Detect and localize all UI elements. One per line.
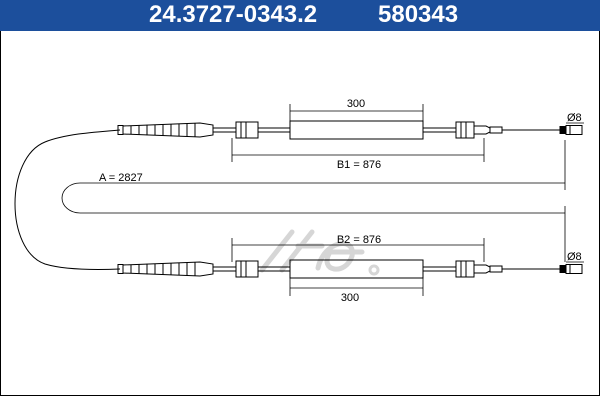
b1-dimension-label: B1 = 876	[337, 159, 381, 171]
watermark-registered-mark	[368, 264, 380, 276]
watermark-stroke-e	[315, 241, 365, 272]
upper-diameter-label: Ø8	[567, 112, 582, 124]
upper-cable-assembly	[117, 120, 583, 140]
frame	[0, 31, 600, 396]
header-bar: 24.3727-0343.2 580343	[0, 0, 600, 31]
lower-sleeve-dimension-label: 300	[341, 292, 359, 304]
lower-sleeve	[289, 259, 424, 279]
upper-left-fitting	[235, 121, 259, 139]
reference-number: 580343	[378, 1, 459, 28]
lower-cable-assembly	[117, 259, 583, 279]
upper-nut	[455, 121, 475, 139]
upper-sleeve-dimension-label: 300	[347, 98, 365, 110]
lower-bellows	[117, 261, 214, 277]
upper-bellows-body	[122, 122, 214, 138]
upper-sleeve	[289, 120, 424, 140]
cable-loop	[14, 129, 121, 270]
a-dim-loop	[61, 182, 565, 214]
watermark-stroke-a	[259, 229, 295, 273]
lower-end-collar	[489, 265, 503, 273]
b2-dimension-label: B2 = 876	[337, 234, 381, 246]
part-number: 24.3727-0343.2	[149, 1, 318, 28]
lower-nipple-end	[565, 264, 583, 274]
lower-diameter-label: Ø8	[567, 251, 582, 263]
dimension-lines	[61, 104, 584, 296]
lower-left-fitting	[235, 260, 259, 278]
upper-end-piece	[473, 125, 491, 135]
upper-nipple	[559, 126, 567, 134]
lower-nipple	[559, 265, 567, 273]
lower-nut	[455, 260, 475, 278]
lower-bellows-body	[122, 261, 214, 277]
upper-nipple-end	[565, 125, 583, 135]
upper-bellows-ribs	[130, 123, 196, 137]
upper-bellows	[117, 122, 214, 138]
watermark-stroke-t	[279, 229, 325, 273]
lower-end-piece	[473, 264, 491, 274]
watermark-logo	[259, 229, 380, 276]
lower-bellows-ribs	[130, 262, 196, 276]
a-dimension-label: A = 2827	[99, 172, 143, 184]
upper-end-collar	[489, 126, 503, 134]
